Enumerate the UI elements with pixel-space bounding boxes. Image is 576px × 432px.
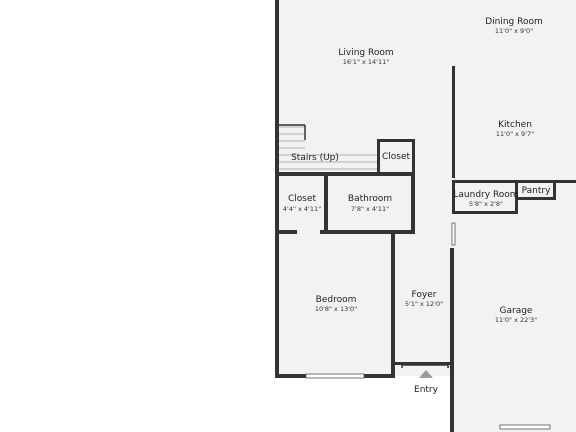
bathroom-dim: 7'8" x 4'11" [351, 205, 389, 213]
kitchen-name: Kitchen [498, 120, 532, 130]
living-room-name: Living Room [338, 48, 393, 58]
stairs-name: Stairs (Up) [291, 153, 339, 163]
bedroom-name: Bedroom [316, 295, 357, 305]
living-room-dim: 16'1" x 14'11" [343, 58, 389, 66]
garage-name: Garage [500, 306, 533, 316]
laundry-room-dim: 5'8" x 2'8" [469, 200, 503, 208]
dining-room-dim: 11'0" x 9'0" [495, 27, 533, 35]
entry-label: Entry [414, 385, 439, 395]
bedroom-dim: 10'8" x 13'0" [315, 305, 357, 313]
lower-closet-name: Closet [288, 194, 317, 204]
stairs-treads [278, 124, 378, 170]
bathroom-name: Bathroom [348, 194, 392, 204]
kitchen-dim: 11'0" x 9'7" [496, 130, 534, 138]
floor-fill [278, 0, 576, 432]
labels: Dining Room 11'0" x 9'0" Living Room 16'… [283, 17, 551, 395]
dining-room-name: Dining Room [485, 17, 543, 27]
entry-arrow-icon [419, 370, 433, 378]
windows [305, 222, 551, 430]
entry-door [401, 362, 449, 368]
garage-dim: 11'0" x 22'3" [495, 316, 537, 324]
foyer-dim: 5'1" x 12'0" [405, 300, 443, 308]
lower-closet-dim: 4'4" x 4'11" [283, 205, 321, 213]
foyer-name: Foyer [412, 290, 437, 300]
pantry-name: Pantry [522, 186, 551, 196]
upper-closet-name: Closet [382, 152, 411, 162]
laundry-room-name: Laundry Room [453, 190, 518, 200]
